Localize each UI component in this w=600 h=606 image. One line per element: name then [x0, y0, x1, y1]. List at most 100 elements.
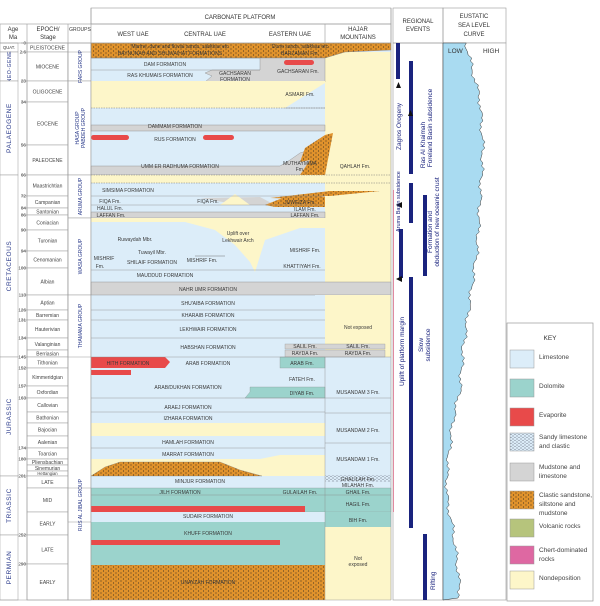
- formation-label: MISHRIF Fm.: [290, 248, 321, 254]
- sea-level-low-label: LOW: [448, 48, 464, 55]
- formation-label: RAYDA Fm.: [345, 351, 372, 357]
- formation-label: ARAB FORMATION: [186, 361, 231, 367]
- group-label: THAMAMA GROUP: [78, 303, 84, 348]
- legend-swatch: [509, 349, 535, 369]
- group-label: WASIA GROUP: [78, 238, 84, 274]
- group-label: ARUMA GROUP: [78, 177, 84, 215]
- formation-label: BIH Fm.: [349, 518, 367, 524]
- formation-label: FIQA Fm.: [99, 199, 120, 205]
- stage-label: Bajocian: [38, 427, 57, 433]
- formation-label: DAMMAM FORMATION: [148, 124, 202, 130]
- arrow-icon: [396, 276, 402, 282]
- formation-label: ARAB Fm.: [290, 361, 314, 367]
- legend-swatch: [509, 518, 535, 538]
- stage-label: EOCENE: [37, 121, 59, 127]
- age-label: 252: [18, 533, 26, 538]
- formation-label: BAYNUNAH AND SHUWAIHAT FORMATIONS: [118, 51, 223, 57]
- arrow-icon: [396, 202, 402, 208]
- age-label: 201: [18, 474, 26, 479]
- event-duration-bar: [409, 61, 413, 174]
- stage-label: Berriasian: [36, 351, 59, 357]
- event-duration-bar: [396, 43, 400, 79]
- legend-swatch: [509, 432, 535, 452]
- group-label: PABDEH GROUP: [81, 107, 87, 148]
- age-label: 86: [21, 213, 27, 218]
- legend-label: Limestone: [539, 354, 569, 361]
- formation-label: KHATTIYAH Fm.: [283, 264, 320, 270]
- stage-label: Tithonian: [37, 360, 58, 366]
- event-duration-bar: [423, 534, 427, 600]
- formation-label: JILH FORMATION: [159, 490, 201, 496]
- stage-label: Albian: [41, 279, 55, 285]
- formation-label: MISHRIF: [94, 256, 115, 262]
- formation-label: MUSANDAM 1 Fm.: [336, 457, 379, 463]
- event-duration-bar: [409, 183, 413, 223]
- eastern-uae-header: EASTERN UAE: [269, 32, 311, 38]
- eustatic-header: EUSTATIC: [460, 14, 489, 20]
- stage-label: Bathonian: [36, 415, 59, 421]
- legend-label: limestone: [539, 473, 567, 480]
- formation-label: ASMARI Fm.: [285, 92, 314, 98]
- stage-label: PLEISTOCENE: [30, 45, 66, 51]
- age-header: Age: [8, 27, 19, 33]
- stage-label: Valanginian: [35, 342, 61, 348]
- formation-label: ARAB/DUKHAN FORMATION: [154, 385, 222, 391]
- formation-label: SALIL Fm.: [346, 344, 369, 350]
- formation-labels: Marine, dune and fluvial sands, sabkhas …: [94, 44, 380, 586]
- age-label: 157: [18, 384, 26, 389]
- age-label: 100: [18, 266, 26, 271]
- formation-label: MUSANDAM 3 Fm.: [336, 390, 379, 396]
- formation-label: Lekhwair Arch: [222, 238, 254, 244]
- legend-swatch: [509, 490, 535, 510]
- age-label: 72: [21, 194, 27, 199]
- age-label: 163: [18, 396, 26, 401]
- legend-swatch: [509, 545, 535, 565]
- event-duration-bar: [409, 277, 413, 528]
- regional-events-header-line2: EVENTS: [406, 27, 430, 33]
- stage-label: LATE: [41, 480, 54, 486]
- event-rifting: Rifting: [430, 571, 437, 590]
- event-duration-bar: [423, 195, 427, 276]
- formation-label: MISHRIF Fm.: [187, 258, 218, 264]
- legend-label: Sandy limestone: [539, 434, 587, 441]
- formation-label: HITH FORMATION: [107, 361, 150, 367]
- stage-label: Turonian: [38, 238, 58, 244]
- stage-label: Kimmeridgian: [32, 375, 63, 381]
- period-label: JURASSIC: [6, 398, 13, 435]
- age-label: 90: [21, 228, 27, 233]
- legend-label: Evaporite: [539, 412, 567, 419]
- stage-label: Hauterivian: [35, 327, 61, 333]
- stage-label: OLIGOCENE: [33, 89, 63, 95]
- event-ras-al-khaimah: Ras Al Khaimah: [420, 121, 427, 168]
- formation-label: SIMSIMA FORMATION: [102, 188, 154, 194]
- formation-label: MILAHAH Fm.: [342, 483, 374, 489]
- stage-label: Toarcian: [38, 451, 57, 457]
- age-label: 2.6: [20, 50, 27, 55]
- legend-label: Nondeposition: [539, 575, 581, 582]
- formation-label: Dune sands, sabkhas etc: [272, 44, 329, 50]
- legend-swatch: [509, 407, 535, 427]
- eustatic-header-line2: SEA LEVEL: [458, 23, 491, 29]
- formation-label: MARRAT FORMATION: [162, 452, 214, 458]
- age-label: 126: [18, 308, 26, 313]
- formation-label: GHALILAH Fm.: [341, 477, 376, 483]
- legend-swatch: [509, 378, 535, 398]
- event-aruma-basin: Aruma Basin subsidence: [396, 171, 402, 232]
- stage-cell: [26, 563, 69, 601]
- formation-label: MUSANDAM 2 Fm.: [336, 428, 379, 434]
- event-zagros-orogeny: Zagros Orogeny: [396, 102, 403, 150]
- stage-label: Aptian: [40, 300, 54, 306]
- age-label: 23: [21, 79, 27, 84]
- age-label: 66: [21, 173, 27, 178]
- west-uae-header: WEST UAE: [117, 32, 148, 38]
- stage-label: MID: [43, 498, 53, 504]
- age-label: 174: [18, 446, 26, 451]
- central-uae-header: CENTRAL UAE: [184, 32, 226, 38]
- period-label: PERMIAN: [6, 551, 13, 585]
- period-label: PALAEOGENE: [6, 103, 13, 153]
- event-oceanic-crust-line2: obduction of new oceanic crust: [434, 177, 441, 266]
- stage-label: EARLY: [39, 580, 56, 586]
- stage-label: Callovian: [37, 403, 58, 409]
